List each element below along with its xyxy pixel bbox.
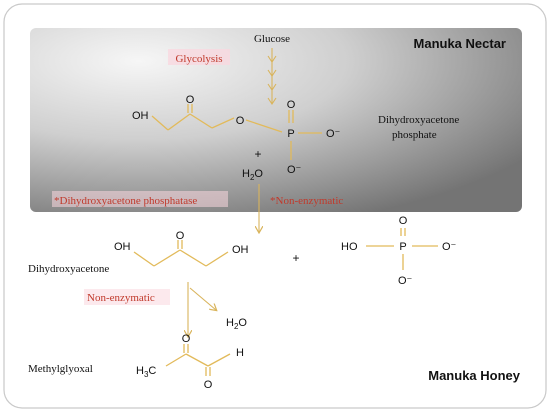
- phosphate-o-minus-bottom: O⁻: [398, 275, 413, 287]
- non-enzymatic-bottom-label: Non-enzymatic: [87, 292, 155, 304]
- mgo-name: Methylglyoxal: [28, 363, 93, 375]
- nectar-panel: [30, 28, 522, 212]
- water-release-arrow: [189, 287, 216, 310]
- methylglyoxal-structure: O H O H3C: [136, 333, 244, 391]
- dhap-phosphoryl-o: O: [287, 99, 296, 111]
- phosphate-ho: HO: [341, 241, 358, 253]
- dhap-oh: OH: [132, 110, 149, 122]
- glycolysis-arrow: [267, 48, 277, 105]
- nectar-title: Manuka Nectar: [414, 36, 506, 51]
- dha-name: Dihydroxyacetone: [28, 263, 109, 275]
- non-enzymatic-bottom-highlight: [84, 289, 170, 305]
- glycolysis-highlight: [168, 49, 230, 65]
- glycolysis-label: Glycolysis: [175, 53, 222, 65]
- dhap-phosphorus: P: [287, 128, 294, 140]
- dha-carbonyl-o: O: [176, 230, 185, 242]
- dhap-o-minus-bottom: O⁻: [287, 164, 302, 176]
- water-top: H2O: [242, 168, 263, 182]
- plus-water-top: +: [254, 147, 261, 161]
- dha-structure: OH O OH: [114, 230, 249, 267]
- dhap-structure: OH O O P O O⁻ O⁻: [132, 94, 341, 176]
- mgo-o-bottom: O: [204, 379, 213, 391]
- non-enzymatic-top-label: *Non-enzymatic: [270, 195, 343, 207]
- honey-title: Manuka Honey: [428, 368, 521, 383]
- dhap-name-line2: phosphate: [392, 129, 437, 141]
- mgo-o-top: O: [182, 333, 191, 345]
- dhap-carbonyl-o: O: [186, 94, 195, 106]
- dha-oh-right: OH: [232, 244, 249, 256]
- water-bottom: H2O: [226, 317, 247, 331]
- dhap-ester-o: O: [236, 115, 245, 127]
- dhap-name-line1: Dihydroxyacetone: [378, 114, 459, 126]
- phosphatase-label: *Dihydroxyacetone phosphatase: [54, 195, 197, 207]
- dha-oh-left: OH: [114, 241, 131, 253]
- mgo-h: H: [236, 347, 244, 359]
- phosphatase-highlight: [52, 191, 228, 207]
- phosphate-structure: HO P O O⁻ O⁻: [341, 215, 457, 287]
- dhap-o-minus-right: O⁻: [326, 128, 341, 140]
- phosphate-double-o: O: [399, 215, 408, 227]
- mgo-methyl: H3C: [136, 365, 156, 379]
- phosphate-phosphorus: P: [399, 241, 406, 253]
- glucose-label: Glucose: [254, 33, 290, 45]
- plus-phosphate: +: [292, 251, 299, 265]
- phosphate-o-minus-right: O⁻: [442, 241, 457, 253]
